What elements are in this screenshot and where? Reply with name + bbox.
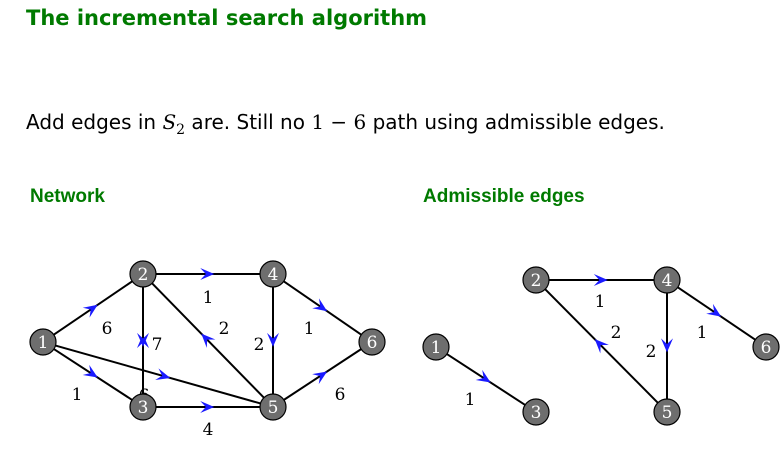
network-node-3 — [129, 393, 157, 421]
admissible-node-label-3: 3 — [531, 403, 542, 423]
network-arrowhead-1-2 — [82, 304, 98, 318]
admissible-arrowhead-2-4 — [593, 274, 608, 286]
admissible-node-label-6: 6 — [761, 338, 772, 358]
admissible-edge-label-1-3: 1 — [465, 390, 476, 410]
admissible-edge-label-4-5: 2 — [646, 342, 657, 362]
slide-title: The incremental search algorithm — [26, 6, 428, 30]
network-node-2 — [129, 260, 157, 288]
network-edge-label-5-2: 2 — [219, 319, 230, 339]
slide-text: Add edges in S2 are. Still no 1 − 6 path… — [26, 110, 665, 138]
admissible-edges-heading: Admissible edges — [423, 186, 585, 207]
text-middle: are. Still no — [185, 110, 312, 134]
admissible-node-label-1: 1 — [431, 338, 442, 358]
network-edge-label-5-6: 6 — [335, 385, 346, 405]
admissible-node-2 — [522, 266, 550, 294]
network-node-label-6: 6 — [367, 333, 378, 353]
network-edge-label-2-4: 1 — [203, 288, 214, 308]
network-node-label-2: 2 — [138, 265, 149, 285]
network-edge-label-4-6: 1 — [304, 319, 315, 339]
admissible-edge-label-4-6: 1 — [697, 323, 708, 343]
network-edge-label-1-2: 6 — [102, 319, 113, 339]
network-arrowhead-2-3 — [137, 332, 149, 347]
network-arrowhead-4-6 — [312, 298, 328, 312]
admissible-node-5 — [653, 398, 681, 426]
admissible-edge-5-2 — [544, 288, 659, 404]
network-node-4 — [259, 260, 287, 288]
network-edge-label-3-5: 4 — [203, 420, 214, 440]
admissible-node-6 — [752, 333, 780, 361]
network-arrowhead-1-3 — [82, 364, 98, 378]
math-set-subscript: 2 — [176, 122, 186, 138]
admissible-node-3 — [522, 398, 550, 426]
network-node-5 — [259, 393, 287, 421]
admissible-node-4 — [653, 266, 681, 294]
math-path: 1 − 6 — [311, 110, 367, 134]
network-node-label-1: 1 — [38, 333, 49, 353]
network-arrowhead-1-5 — [155, 368, 171, 380]
network-node-label-3: 3 — [138, 398, 149, 418]
network-node-label-4: 4 — [268, 265, 279, 285]
admissible-edge-label-5-2: 2 — [611, 323, 622, 343]
network-edge-label-4-5: 2 — [254, 335, 265, 355]
math-set: S2 — [162, 110, 185, 138]
network-edge-1-5 — [55, 344, 261, 405]
admissible-arrowhead-1-3 — [475, 369, 491, 383]
text-after: path using admissible edges. — [366, 110, 665, 134]
admissible-node-1 — [422, 333, 450, 361]
network-heading: Network — [30, 186, 105, 207]
admissible-arrowhead-4-6 — [706, 303, 722, 317]
network-node-6 — [358, 328, 386, 356]
network-arrowhead-4-5 — [267, 332, 279, 347]
admissible-node-label-4: 4 — [662, 271, 673, 291]
network-graph: 6176122146123456 — [29, 260, 386, 440]
admissible-arrowhead-4-5 — [661, 338, 673, 353]
network-arrowhead-3-5 — [200, 401, 215, 413]
network-edge-label-1-3: 1 — [72, 385, 83, 405]
network-node-label-5: 5 — [268, 398, 279, 418]
network-arrowhead-2-4 — [200, 268, 215, 280]
network-arrowhead-5-6 — [312, 371, 328, 385]
text-before: Add edges in — [26, 110, 163, 134]
network-edge-5-2 — [151, 282, 265, 399]
network-edge-label-3-2: 7 — [152, 335, 163, 355]
admissible-arrowhead-5-2 — [594, 339, 609, 354]
admissible-node-label-5: 5 — [662, 403, 673, 423]
admissible-edge-label-2-4: 1 — [595, 292, 606, 312]
network-node-1 — [29, 328, 57, 356]
math-set-symbol: S — [162, 110, 177, 134]
network-arrowhead-5-2 — [201, 333, 216, 348]
admissible-node-label-2: 2 — [531, 271, 542, 291]
